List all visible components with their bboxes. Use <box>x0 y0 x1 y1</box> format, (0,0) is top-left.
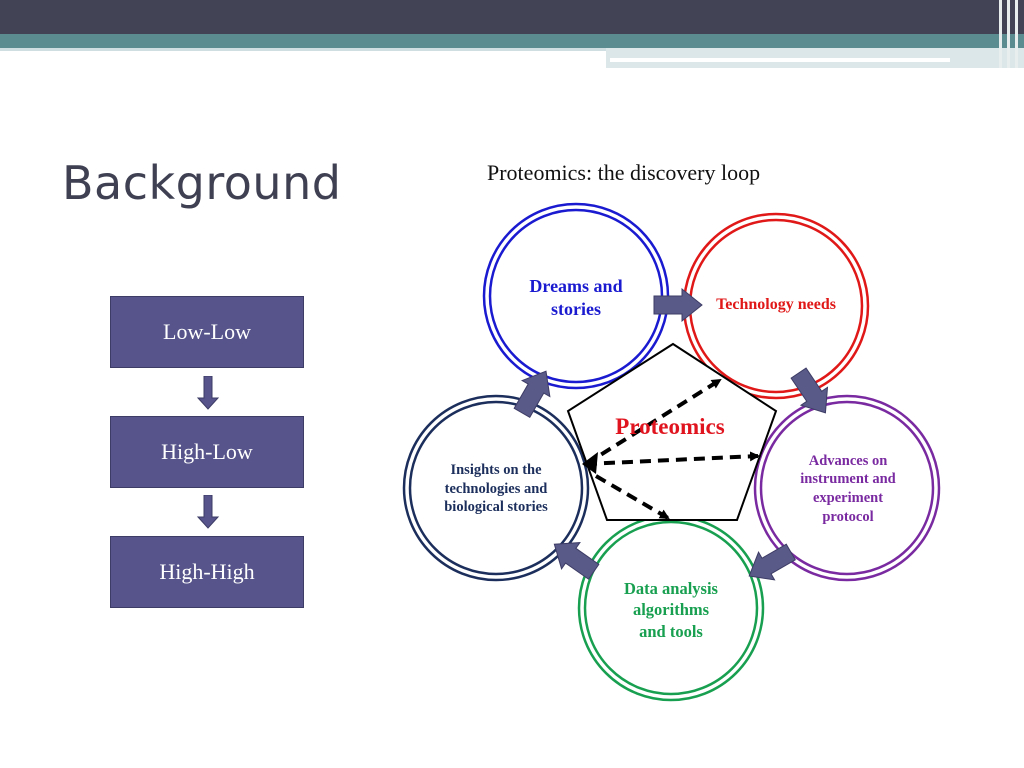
header-line-light <box>0 48 606 51</box>
label-insights: Insights on the technologies and biologi… <box>444 462 548 516</box>
label-technology: Technology needs <box>716 295 836 313</box>
block-arrow-dreams-technology <box>653 287 703 323</box>
label-advances: Advances on instrument and experiment pr… <box>800 452 896 525</box>
label-data: Data analysis algorithms and tools <box>624 579 718 641</box>
header-stripes <box>994 0 1024 68</box>
pentagon-proteomics <box>566 342 778 521</box>
label-proteomics: Proteomics <box>615 414 725 439</box>
level-box-high-low: High-Low <box>110 416 304 488</box>
circle-insights <box>402 394 590 582</box>
block-arrow-insights-dreams <box>513 370 551 418</box>
block-arrow-data-insights <box>553 542 600 580</box>
header-bar-teal <box>0 34 1024 48</box>
dashed-arrows <box>584 378 760 520</box>
diagram-title: Proteomics: the discovery loop <box>487 160 761 185</box>
slide-title: Background <box>62 156 342 210</box>
level-box-low-low: Low-Low <box>110 296 304 368</box>
block-arrow-advances-data <box>748 543 796 581</box>
header-bar-dark <box>0 0 1024 34</box>
down-arrow-icon <box>196 495 220 529</box>
header-line-white <box>610 58 950 62</box>
block-arrows <box>513 287 829 581</box>
circle-advances <box>753 394 941 582</box>
level-box-high-high: High-High <box>110 536 304 608</box>
block-arrow-technology-advances <box>790 367 829 414</box>
down-arrow-icon <box>196 376 220 410</box>
arrowhead-left-icon <box>582 452 598 474</box>
label-dreams: Dreams and stories <box>529 275 623 319</box>
